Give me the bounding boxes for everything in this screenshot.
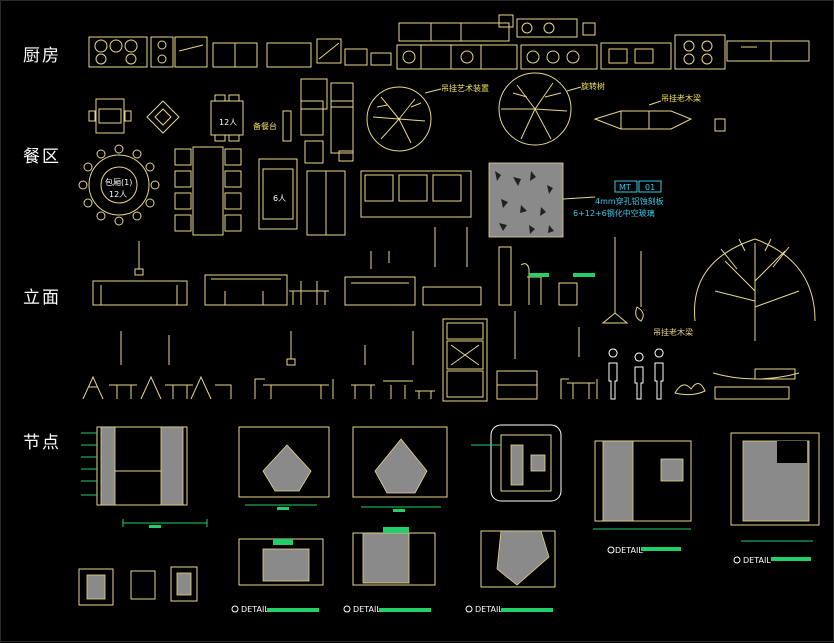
detail-10[interactable]: DETAIL	[465, 530, 556, 614]
elevation-chairs-row[interactable]	[82, 331, 232, 400]
hanging-beam[interactable]	[593, 110, 726, 132]
material-code-2: 01	[645, 183, 655, 192]
elevation-pendant-bench[interactable]	[496, 311, 538, 400]
elevation-dining-table[interactable]	[254, 331, 334, 399]
booth-seats[interactable]	[300, 78, 354, 164]
elevation-booth-2[interactable]	[204, 274, 288, 306]
detail-label-9: DETAIL	[353, 605, 381, 614]
detail-5[interactable]: DETAIL	[593, 440, 692, 555]
label-wood-beam: 吊挂老木梁	[661, 93, 701, 103]
elevation-chairs[interactable]	[289, 281, 329, 305]
section-label-elevation: 立面	[23, 288, 61, 308]
sofa-set[interactable]	[360, 170, 472, 218]
table-4-seat-square[interactable]: 12人	[210, 94, 244, 142]
material-desc-1: 4mm穿孔铝蚀刻板	[595, 196, 664, 206]
perforated-panel-swatch[interactable]	[488, 162, 564, 238]
elevation-booth-1[interactable]	[92, 241, 188, 306]
tree-plan-1[interactable]	[366, 86, 432, 152]
elevation-stools[interactable]	[351, 331, 435, 399]
elevation-counter-pendants[interactable]	[344, 251, 416, 306]
detail-8[interactable]: DETAIL	[231, 538, 324, 614]
detail-1[interactable]	[81, 426, 208, 528]
table-6-seat[interactable]: 6人	[258, 158, 298, 230]
label-6-seats: 6人	[273, 194, 286, 203]
detail-6[interactable]: DETAIL	[730, 432, 820, 565]
elevation-tree[interactable]	[694, 238, 816, 400]
detail-2[interactable]	[238, 426, 330, 510]
label-pendant: 吊挂老木梁	[653, 327, 693, 337]
detail-4[interactable]	[471, 424, 562, 502]
detail-label-5: DETAIL	[615, 546, 643, 555]
detail-9[interactable]: DETAIL	[343, 527, 436, 614]
section-label-kitchen: 厨房	[23, 46, 61, 66]
kitchen-block-equipment-bottom[interactable]	[396, 34, 810, 70]
label-service-station: 备餐台	[253, 121, 277, 131]
service-station[interactable]: 备餐台	[253, 110, 292, 142]
label-tree: 旋转树	[581, 81, 605, 91]
long-table-12[interactable]	[174, 146, 242, 236]
detail-7-small[interactable]	[78, 566, 198, 606]
label-round-table-count: 12人	[109, 190, 127, 199]
tree-plan-2[interactable]	[498, 72, 572, 146]
table-2-seat[interactable]	[88, 98, 132, 134]
label-round-table: 包厢(1)	[105, 177, 132, 187]
elevation-pendant-lamp[interactable]: 吊挂老木梁	[601, 237, 693, 337]
kitchen-block-counter[interactable]	[212, 38, 392, 68]
detail-label-10: DETAIL	[475, 605, 503, 614]
elevation-wardrobe[interactable]	[442, 318, 488, 402]
elevation-sofa[interactable]	[422, 227, 482, 306]
label-12-seats: 12人	[219, 118, 237, 127]
material-tag[interactable]: MT 01 4mm穿孔铝蚀刻板 6+12+6钢化中空玻璃	[562, 180, 664, 218]
elevation-shelf-figure[interactable]	[498, 246, 595, 306]
detail-3[interactable]	[352, 426, 448, 512]
elevation-table-chairs[interactable]	[560, 327, 598, 399]
material-code-1: MT	[619, 183, 631, 192]
section-label-nodes: 节点	[23, 433, 61, 453]
detail-label-8: DETAIL	[241, 605, 269, 614]
label-art-chandelier: 吊挂艺术装置	[441, 83, 489, 93]
round-table-12[interactable]: 包厢(1) 12人	[78, 144, 160, 226]
detail-label-6: DETAIL	[743, 556, 771, 565]
table-rect-booth[interactable]	[306, 170, 346, 236]
elevation-people[interactable]	[608, 348, 706, 400]
section-label-dining: 餐区	[23, 147, 61, 167]
kitchen-block-equipment-top[interactable]	[398, 14, 596, 42]
table-4-seat-diamond[interactable]	[146, 100, 180, 134]
kitchen-block-stove[interactable]	[88, 36, 208, 68]
material-desc-2: 6+12+6钢化中空玻璃	[573, 208, 655, 218]
